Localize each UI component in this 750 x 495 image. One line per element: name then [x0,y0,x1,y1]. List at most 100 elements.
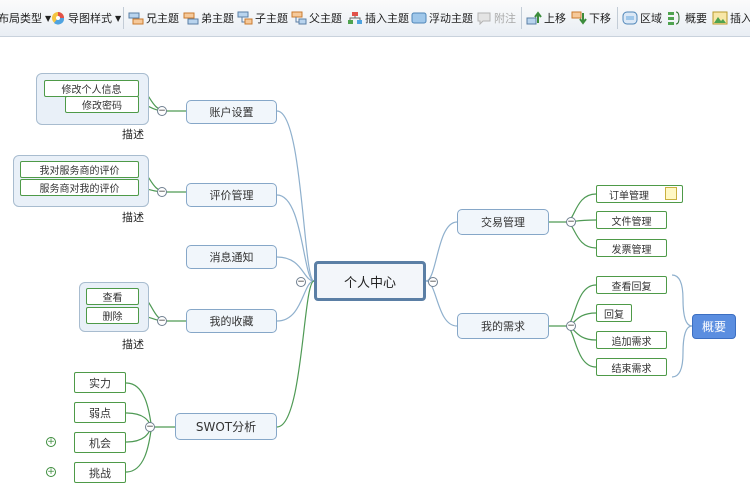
leaf-label: 机会 [89,436,111,450]
parent-topic-label: 父主题 [309,12,342,25]
topic-review-management-label: 评价管理 [209,189,254,202]
topic-my-needs[interactable]: 我的需求 [457,313,549,339]
topic-swot[interactable]: SWOT分析 [175,413,277,440]
leaf-weakness[interactable]: 弱点 [74,402,126,423]
younger-sibling-icon [183,11,199,25]
toolbar: 布局类型 ▼ 导图样式 ▼ 兄主题 弟主题 子主题 父主题 插入主题 浮动主题 … [0,0,750,37]
leaf-strength[interactable]: 实力 [74,372,126,393]
leaf-label: 服务商对我的评价 [39,184,120,195]
leaf-label: 我对服务商的评价 [39,166,120,177]
move-down-button[interactable]: 下移 [571,8,611,28]
layout-type-label: 布局类型 [0,12,42,25]
region-icon [622,11,638,25]
collapse-right-toggle[interactable]: − [428,277,438,287]
leaf-end-needs[interactable]: 结束需求 [596,358,667,376]
leaf-delete[interactable]: 删除 [86,307,139,324]
leaf-label: 弱点 [89,406,111,420]
insert-topic-button[interactable]: 插入主题 [347,8,409,28]
topic-account-settings-label: 账户设置 [209,106,254,119]
topic-my-favorites[interactable]: 我的收藏 [186,309,277,333]
palette-icon [50,11,66,25]
parent-topic-button[interactable]: 父主题 [291,8,342,28]
opportunity-expand-toggle[interactable]: + [46,437,56,447]
leaf-label: 删除 [102,312,123,323]
favorite-collapse-toggle[interactable]: − [157,316,167,326]
threat-expand-toggle[interactable]: + [46,467,56,477]
layout-type-dropdown[interactable]: 布局类型 ▼ [0,8,51,28]
summary-icon [667,11,683,25]
leaf-label: 挑战 [89,466,111,480]
leaf-label: 修改密码 [82,101,122,112]
summary-node-label: 概要 [701,320,726,334]
topic-my-needs-label: 我的需求 [481,320,525,333]
topic-my-favorites-label: 我的收藏 [209,315,254,328]
summary-node[interactable]: 概要 [692,314,736,339]
central-topic[interactable]: 个人中心 [314,261,426,301]
leaf-my-review-of-provider[interactable]: 我对服务商的评价 [20,161,139,178]
leaf-file-management[interactable]: 文件管理 [596,211,667,229]
account-collapse-toggle[interactable]: − [157,106,167,116]
leaf-label: 订单管理 [609,190,649,202]
needs-collapse-toggle[interactable]: − [566,321,576,331]
float-topic-icon [411,11,427,25]
topic-trade-management[interactable]: 交易管理 [457,209,549,235]
leaf-edit-profile[interactable]: 修改个人信息 [44,80,139,97]
chevron-down-icon: ▼ [45,13,52,23]
leaf-label: 修改个人信息 [61,85,122,96]
arrow-up-icon [526,11,542,25]
topic-trade-management-label: 交易管理 [481,216,525,229]
leaf-view-replies[interactable]: 查看回复 [596,276,667,294]
note-button[interactable]: 附注 [476,8,516,28]
leaf-label: 回复 [604,309,624,321]
move-up-button[interactable]: 上移 [526,8,566,28]
float-topic-button[interactable]: 浮动主题 [411,8,473,28]
move-up-label: 上移 [544,12,566,25]
central-topic-label: 个人中心 [343,275,396,291]
sibling-topic-label: 兄主题 [146,12,179,25]
review-collapse-toggle[interactable]: − [157,187,167,197]
leaf-label: 文件管理 [611,216,652,228]
sibling-topic-icon [128,11,144,25]
topic-message-notification[interactable]: 消息通知 [186,245,277,269]
swot-collapse-toggle[interactable]: − [145,422,155,432]
leaf-opportunity[interactable]: 机会 [74,432,126,453]
note-icon [476,11,492,26]
insert-button[interactable]: 插入 [712,8,750,28]
younger-sibling-label: 弟主题 [201,12,234,25]
insert-label: 插入 [730,12,750,25]
leaf-provider-review-of-me[interactable]: 服务商对我的评价 [20,179,139,196]
leaf-order-management[interactable]: 订单管理 [596,185,683,203]
favorite-caption: 描述 [122,338,144,351]
leaf-label: 查看回复 [611,281,652,293]
chevron-down-icon: ▼ [115,13,122,23]
leaf-invoice-management[interactable]: 发票管理 [596,239,667,257]
float-topic-label: 浮动主题 [429,12,473,25]
map-style-dropdown[interactable]: 导图样式 ▼ [50,8,121,28]
leaf-view[interactable]: 查看 [86,288,139,305]
topic-review-management[interactable]: 评价管理 [186,183,277,207]
insert-image-icon [712,11,728,25]
leaf-label: 查看 [102,293,123,304]
sub-topic-button[interactable]: 子主题 [237,8,288,28]
topic-account-settings[interactable]: 账户设置 [186,100,277,124]
leaf-add-needs[interactable]: 追加需求 [596,331,667,349]
younger-sibling-button[interactable]: 弟主题 [183,8,234,28]
leaf-label: 发票管理 [611,244,652,256]
leaf-threat[interactable]: 挑战 [74,462,126,483]
summary-button[interactable]: 概要 [667,8,707,28]
sibling-topic-button[interactable]: 兄主题 [128,8,179,28]
mindmap-canvas[interactable]: 个人中心 − − 账户设置 评价管理 消息通知 我的收藏 SWOT分析 − − … [0,37,750,495]
note-label: 附注 [494,12,516,25]
account-caption: 描述 [122,128,144,141]
leaf-reply[interactable]: 回复 [596,304,632,322]
insert-topic-label: 插入主题 [365,12,409,25]
arrow-down-icon [571,11,587,25]
leaf-label: 实力 [89,376,111,390]
leaf-change-password[interactable]: 修改密码 [65,96,139,113]
collapse-left-toggle[interactable]: − [296,277,306,287]
leaf-label: 追加需求 [611,336,652,348]
region-button[interactable]: 区域 [622,8,662,28]
topic-message-notification-label: 消息通知 [209,251,254,264]
trade-collapse-toggle[interactable]: − [566,217,576,227]
note-icon[interactable] [665,187,677,200]
